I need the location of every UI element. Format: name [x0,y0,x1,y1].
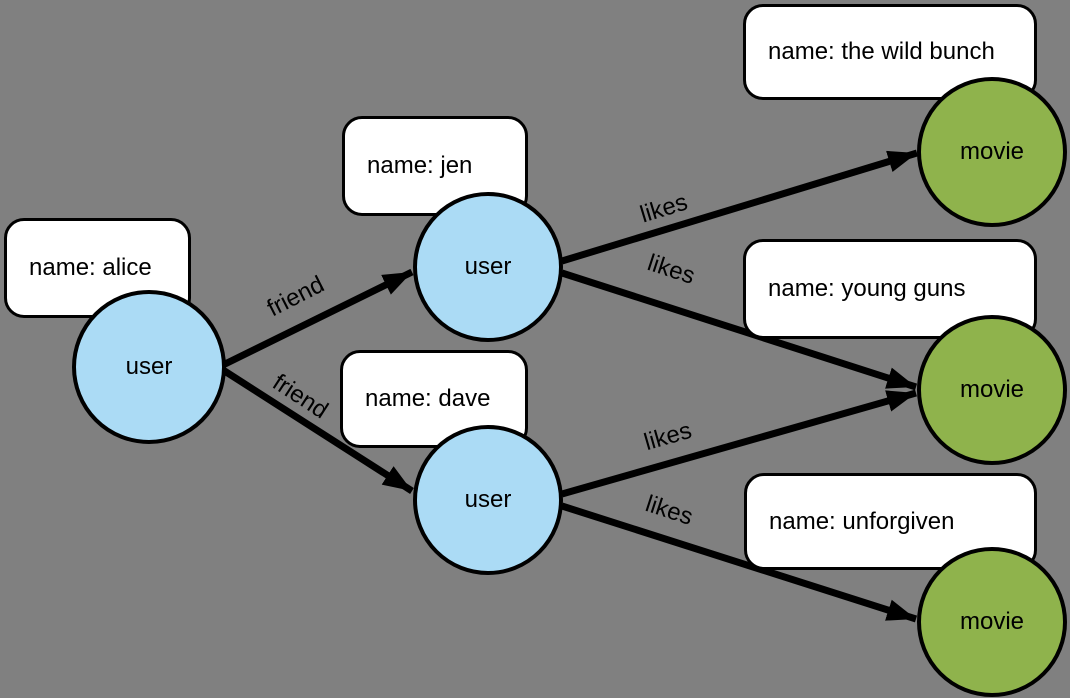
edge-alice-jen [221,268,414,369]
node-label-unforgiven: movie [959,608,1025,635]
node-label-the-wild-bunch: movie [959,138,1025,165]
property-text-unforgiven: name: unforgiven [769,507,955,535]
node-dave: user [413,425,563,575]
edge-dave-young-guns [561,389,917,498]
node-the-wild-bunch: movie [917,77,1067,227]
node-label-alice: user [125,353,173,380]
node-label-dave: user [464,486,512,513]
property-text-jen: name: jen [367,152,473,179]
property-text-dave: name: dave [365,385,491,412]
node-label-young-guns: movie [959,376,1025,403]
node-jen: user [413,192,563,342]
edge-jen-young-guns [560,269,918,391]
property-text-alice: name: alice [29,254,152,281]
edge-alice-dave [221,367,414,494]
node-label-jen: user [464,253,512,280]
edge-jen-the-wild-bunch [560,149,919,265]
property-text-young-guns: name: young guns [768,275,966,302]
node-alice: user [72,290,226,444]
node-young-guns: movie [917,315,1067,465]
edge-dave-unforgiven [560,502,918,623]
property-text-the-wild-bunch: name: the wild bunch [768,38,995,65]
node-unforgiven: movie [917,547,1067,697]
